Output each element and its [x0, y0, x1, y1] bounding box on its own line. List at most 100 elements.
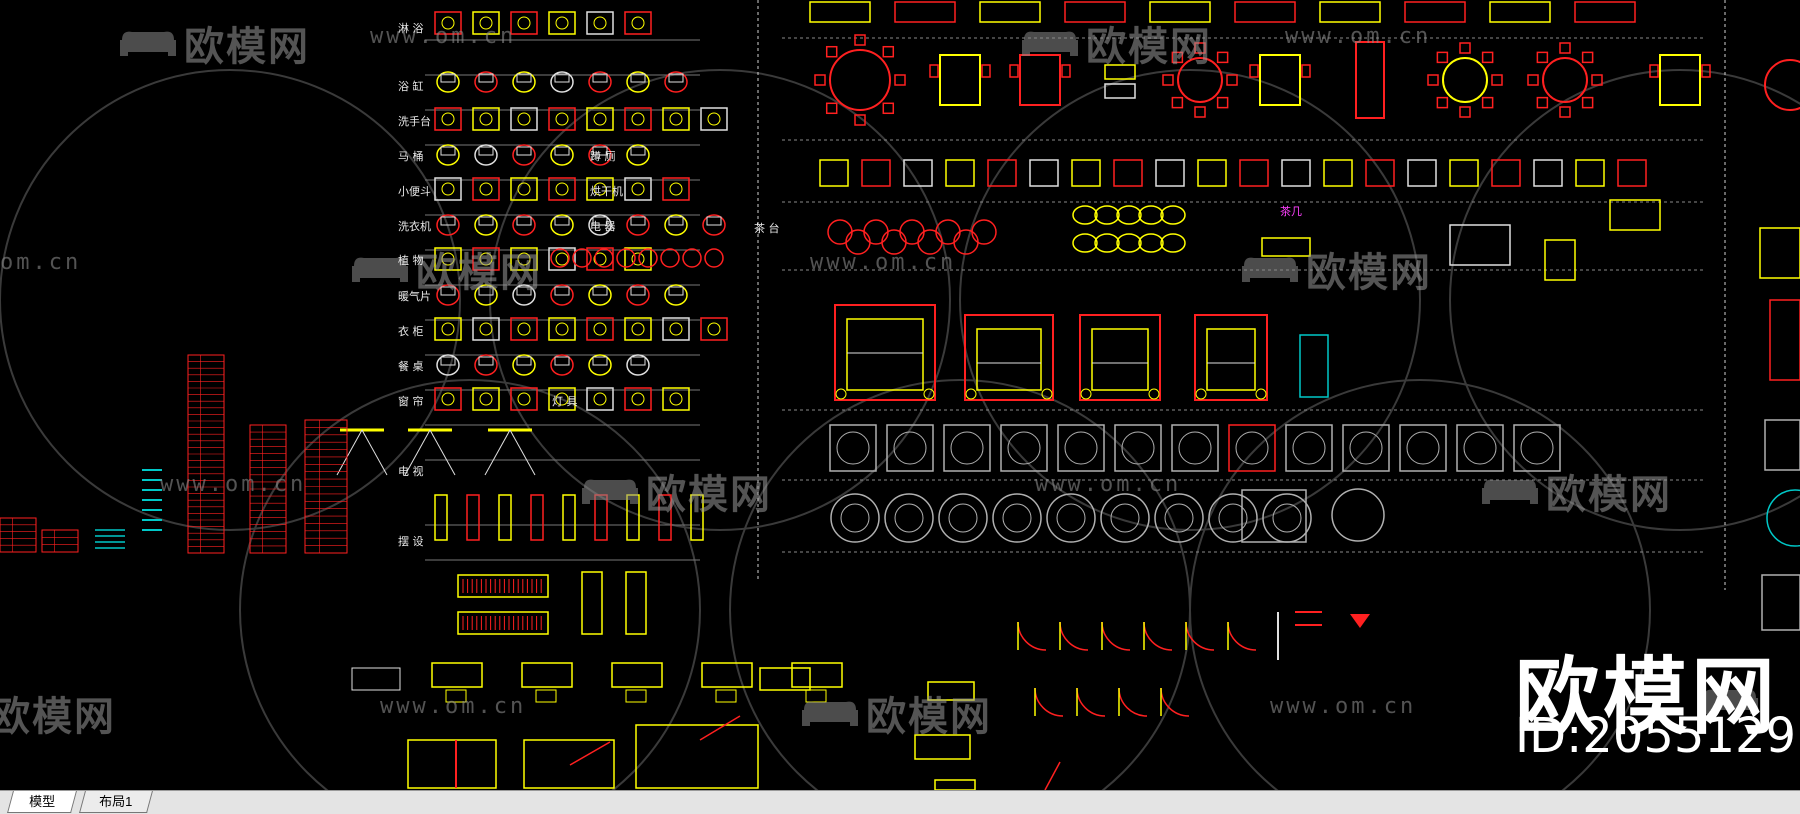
bed-symbol: [1255, 388, 1267, 400]
fixture-symbol: [624, 177, 652, 201]
fixture-symbol: [550, 214, 574, 236]
fixture-symbol: [512, 71, 536, 93]
tab-model[interactable]: 模型: [7, 791, 77, 813]
furniture-symbol: [1149, 1, 1211, 23]
overlay-id: ID:2055129: [1515, 708, 1797, 764]
cad-label-washbasin: 洗手台: [398, 115, 431, 128]
fixture-symbol: [479, 16, 493, 30]
fixture-symbol: [478, 356, 494, 366]
chair-symbol: [825, 102, 838, 115]
chair-symbol: [1160, 205, 1186, 225]
watermark-circle: [239, 379, 701, 790]
chair-symbol: [1216, 51, 1229, 64]
fixture-symbol: [626, 214, 650, 236]
ornament-tile: [1292, 431, 1326, 465]
cad-label-radiator: 暖气片: [398, 290, 431, 303]
bed-symbol: [1041, 388, 1053, 400]
fixture-symbol: [626, 71, 650, 93]
ornament-disc: [1164, 503, 1194, 533]
chair-symbol: [1216, 96, 1229, 109]
data-table: [41, 529, 79, 553]
fixture-symbol: [593, 182, 607, 196]
chair-symbol: [1536, 51, 1549, 64]
chair-symbol: [1009, 64, 1019, 78]
cad-label-tea: 茶 台: [754, 222, 780, 235]
watermark-logo: 欧模网: [118, 14, 310, 72]
watermark-circle: [959, 69, 1421, 531]
flower-symbol: [863, 219, 889, 245]
fixture-symbol: [479, 252, 493, 266]
fixture-symbol: [707, 322, 721, 336]
fixture-symbol: [479, 112, 493, 126]
cad-label-curtain: 窗 帘: [398, 395, 424, 408]
bed-symbol: [846, 318, 924, 391]
decor-symbol: [562, 494, 576, 541]
decor-symbol: [658, 494, 672, 541]
fixture-symbol: [474, 144, 498, 166]
fixture-symbol: [669, 182, 683, 196]
fixture-symbol: [624, 317, 652, 341]
table-symbol: [407, 739, 497, 789]
watermark-url: www.om.cn: [160, 472, 307, 497]
chair-symbol: [1116, 205, 1142, 225]
fixture-symbol: [440, 286, 456, 296]
furniture-symbol: [1574, 1, 1636, 23]
fixture-symbol: [479, 322, 493, 336]
fixture-symbol: [588, 144, 612, 166]
sofa-symbol: [1533, 159, 1563, 187]
tab-model-label: 模型: [29, 794, 56, 809]
plant-symbol: [550, 248, 570, 268]
fixture-symbol: [478, 73, 494, 83]
furniture-symbol: [1489, 1, 1551, 23]
fixture-symbol: [434, 107, 462, 131]
counter-symbol: [927, 681, 975, 701]
sofa-logo-icon: [802, 701, 858, 726]
fixture-symbol: [631, 322, 645, 336]
fixture-symbol: [702, 214, 726, 236]
cad-label-lamp: 餐 桌: [398, 360, 424, 373]
fixture-symbol: [517, 16, 531, 30]
fixture-symbol: [554, 216, 570, 226]
ornament-disc: [938, 493, 988, 543]
watermark-logo: 欧模网: [580, 462, 772, 520]
watermark-logo: 欧模网: [800, 684, 992, 742]
fixture-symbol: [550, 144, 574, 166]
watermark-circle: [489, 69, 951, 531]
bed-symbol: [1080, 388, 1092, 400]
fixture-symbol: [478, 146, 494, 156]
cad-model-space[interactable]: 欧模网 www.om.cn 欧模网 www.om.cn om.cn 欧模网 ww…: [0, 0, 1800, 790]
ornament-disc: [1218, 503, 1248, 533]
kitchen-symbol: [759, 667, 811, 691]
fixture-symbol: [593, 16, 607, 30]
watermark-circle: [1189, 379, 1651, 790]
cad-label-squat: 蹲 厕: [590, 150, 616, 163]
sofa-symbol: [1029, 159, 1059, 187]
fixture-symbol: [516, 73, 532, 83]
kitchen-symbol: [445, 689, 467, 703]
dining-table-symbol: [1355, 41, 1385, 119]
watermark-url: www.om.cn: [1270, 694, 1417, 719]
watermark-logo: 欧模网: [350, 240, 542, 298]
sofa-symbol: [1365, 159, 1395, 187]
chair-symbol: [1649, 64, 1659, 78]
decor-symbol: [466, 494, 480, 541]
fixture-symbol: [472, 247, 500, 271]
door-arc: [1059, 621, 1089, 651]
fixture-symbol: [479, 182, 493, 196]
fixture-symbol: [440, 146, 456, 156]
chair-symbol: [854, 34, 866, 46]
chair-symbol: [1249, 64, 1259, 78]
door-arc: [1076, 687, 1106, 717]
ornament-disc: [1056, 503, 1086, 533]
table-symbol: [1449, 224, 1511, 266]
ornament-tile: [829, 424, 877, 472]
dining-table-symbol: [1104, 83, 1136, 99]
fixture-symbol: [434, 317, 462, 341]
fixture-symbol: [593, 322, 607, 336]
decor-symbol: [434, 494, 448, 541]
tab-layout1[interactable]: 布局1: [79, 791, 153, 813]
kitchen-symbol: [715, 689, 737, 703]
ornament-tile: [1064, 431, 1098, 465]
ornament-tile: [1121, 431, 1155, 465]
ornament-tile: [943, 424, 991, 472]
